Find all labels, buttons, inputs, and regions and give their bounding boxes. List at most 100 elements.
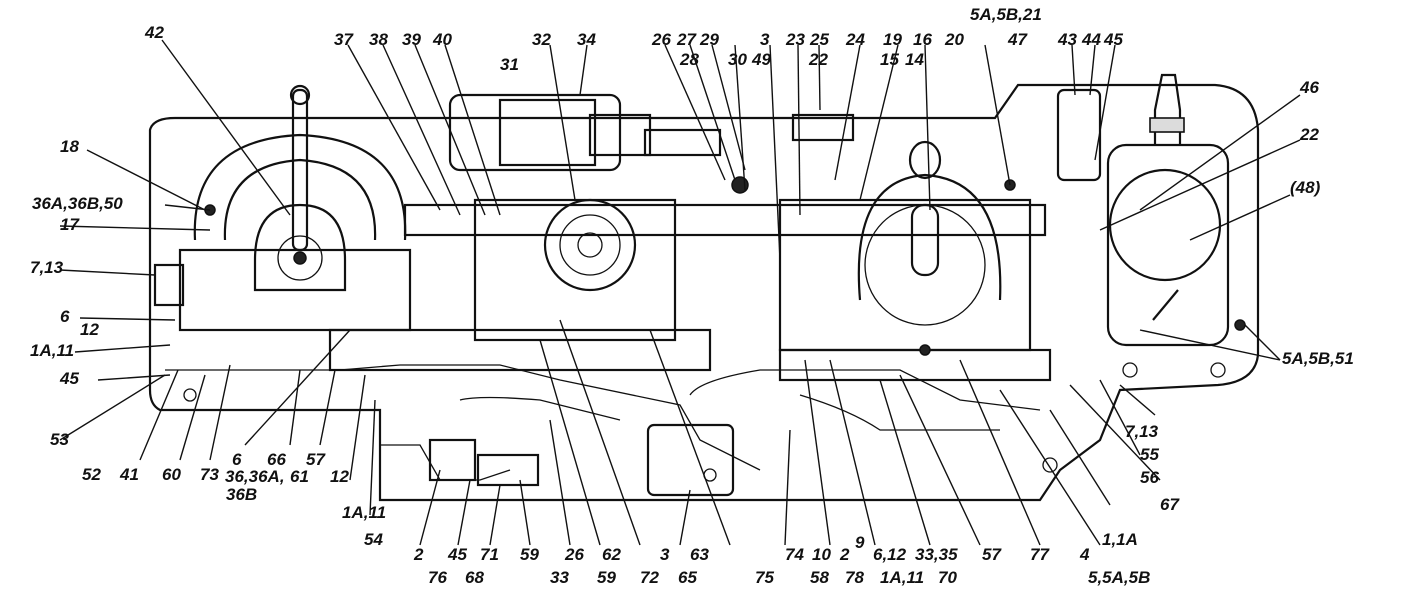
part-label: 36A,36B,50 (32, 194, 123, 213)
part-label: 44 (1081, 30, 1101, 49)
part-label: 23 (785, 30, 805, 49)
base-plate (148, 83, 1260, 502)
part-label: 76 (428, 568, 447, 587)
tank-valve (1153, 73, 1182, 145)
part-label: 73 (200, 465, 219, 484)
part-label: 2 (839, 545, 850, 564)
part-label: 38 (369, 30, 388, 49)
right-tank (1106, 143, 1230, 347)
part-label: 45 (59, 369, 79, 388)
part-label: 42 (144, 23, 164, 42)
part-label: 36B (226, 485, 257, 504)
part-label: 9 (855, 533, 865, 552)
part-label: 39 (402, 30, 421, 49)
left-dial (253, 203, 347, 292)
part-labels: 42 37 38 39 40 32 34 26 27 29 3 23 25 24… (30, 5, 1354, 587)
part-label: 41 (119, 465, 139, 484)
lower-valve (428, 438, 477, 482)
part-label: 34 (577, 30, 596, 49)
pipe-run (165, 364, 761, 471)
part-label: 70 (938, 568, 957, 587)
right-housing (778, 198, 1032, 352)
part-label: 1,1A (1102, 530, 1138, 549)
part-label: 1A,11 (342, 503, 386, 522)
part-label: 17 (60, 215, 80, 234)
part-label: 26 (564, 545, 584, 564)
part-label: 74 (785, 545, 804, 564)
part-label: 32 (532, 30, 551, 49)
part-label: 54 (364, 530, 383, 549)
part-label: 22 (1299, 125, 1319, 144)
part-label: 16 (913, 30, 932, 49)
part-label: 22 (808, 50, 828, 69)
top-motor (448, 93, 622, 172)
part-label: 18 (60, 137, 79, 156)
part-label: 30 (728, 50, 747, 69)
part-label: 56 (1140, 468, 1159, 487)
part-label: 33 (550, 568, 569, 587)
part-label: 6 (232, 450, 242, 469)
part-label: 75 (755, 568, 774, 587)
part-label: 59 (597, 568, 616, 587)
part-label: 57 (306, 450, 326, 469)
part-label: 68 (465, 568, 484, 587)
center-gear (543, 198, 637, 292)
part-label: 26 (651, 30, 671, 49)
part-label: 14 (905, 50, 924, 69)
part-label: 29 (699, 30, 719, 49)
part-label: 31 (500, 55, 519, 74)
part-label: 45 (1103, 30, 1123, 49)
part-label: 12 (330, 467, 349, 486)
part-label: 28 (679, 50, 699, 69)
part-label: 10 (812, 545, 831, 564)
part-label: 47 (1007, 30, 1028, 49)
part-label: 15 (880, 50, 899, 69)
lever-handle (291, 88, 309, 252)
part-label: 78 (845, 568, 864, 587)
part-label: 3 (760, 30, 770, 49)
part-label: 40 (432, 30, 452, 49)
leader-lines (59, 39, 1301, 546)
part-label: 63 (690, 545, 709, 564)
part-label: 45 (447, 545, 467, 564)
part-label: 55 (1140, 445, 1159, 464)
part-label: 57 (982, 545, 1002, 564)
part-label: 59 (520, 545, 539, 564)
part-label: 6 (60, 307, 70, 326)
part-label: 24 (845, 30, 865, 49)
part-label: 66 (267, 450, 286, 469)
part-label: 5,5A,5B (1088, 568, 1150, 587)
part-label: 3 (660, 545, 670, 564)
part-label: 77 (1030, 545, 1050, 564)
part-label: 53 (50, 430, 69, 449)
part-label: 27 (676, 30, 697, 49)
horizontal-shaft (403, 203, 1047, 237)
filter-housing (1056, 88, 1102, 182)
part-label: 36,36A, (225, 467, 285, 486)
part-label: 58 (810, 568, 829, 587)
center-housing (473, 198, 677, 342)
part-label: 60 (162, 465, 181, 484)
part-label: 7,13 (1125, 422, 1159, 441)
part-label: 33,35 (915, 545, 958, 564)
part-label: 20 (944, 30, 964, 49)
part-label: 5A,5B,51 (1282, 349, 1354, 368)
machine-drawing (148, 73, 1260, 502)
part-label: 65 (678, 568, 697, 587)
left-block (178, 248, 412, 332)
part-label: 1A,11 (880, 568, 924, 587)
part-label: 37 (334, 30, 354, 49)
left-ring-housing (193, 133, 407, 241)
right-lever (910, 203, 940, 277)
part-label: 67 (1160, 495, 1180, 514)
part-label: 7,13 (30, 258, 64, 277)
part-label: 19 (883, 30, 902, 49)
part-label: 6,12 (873, 545, 907, 564)
part-label: 49 (751, 50, 771, 69)
part-label: 1A,11 (30, 341, 74, 360)
part-label: 2 (413, 545, 424, 564)
part-label: 25 (809, 30, 829, 49)
part-label: 46 (1299, 78, 1319, 97)
control-box (646, 423, 735, 497)
